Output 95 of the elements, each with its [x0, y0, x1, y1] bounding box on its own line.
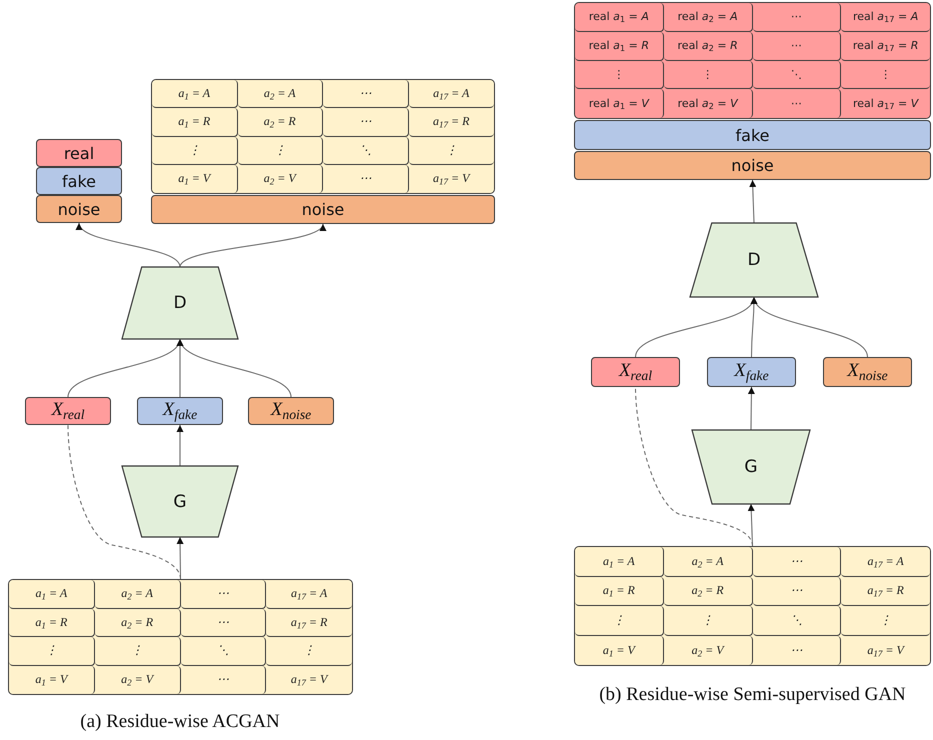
table-cell: ⋯ — [180, 580, 266, 608]
table-grid — [8, 579, 353, 695]
arrow — [176, 536, 184, 580]
table-cell: ⋯ — [180, 608, 266, 637]
figure-caption: (a) Residue-wise ACGAN — [79, 711, 281, 733]
dashed-connector — [635, 386, 753, 546]
table-cell: ⋱ — [752, 60, 842, 90]
table-grid — [574, 2, 931, 119]
table-cell: ⋮ — [152, 136, 238, 165]
table-cell: a$_{1}$ = A — [152, 80, 238, 108]
block-label: G — [173, 492, 187, 512]
input-label-box: X$_{noise}$ — [823, 357, 912, 387]
table-cell: ⋮ — [575, 606, 664, 636]
class-box: noise — [36, 195, 122, 223]
table-cell: ⋯ — [752, 89, 842, 118]
figure-caption: (b) Residue-wise Semi-supervised GAN — [598, 684, 907, 706]
network-block — [122, 466, 238, 537]
network-block — [692, 430, 810, 504]
arrow — [748, 386, 755, 430]
arrow — [749, 180, 756, 224]
table-cell: a$_{17}$ = R — [408, 108, 494, 136]
table-cell: real a$_{1}$ = R — [575, 32, 664, 60]
class-box: fake — [36, 167, 122, 195]
network-block — [122, 267, 238, 339]
table-cell: ⋮ — [841, 60, 930, 90]
arrow — [748, 504, 755, 546]
table-cell: a$_{17}$ = V — [841, 636, 930, 665]
block-label: D — [747, 250, 761, 270]
table-cell: a$_{17}$ = A — [266, 580, 352, 608]
table-cell: real a$_{1}$ = V — [575, 89, 664, 118]
table-cell: ⋯ — [323, 80, 408, 108]
class-box: fake — [574, 120, 931, 150]
table-cell: a$_{2}$ = A — [238, 80, 323, 108]
table-cell: a$_{2}$ = A — [94, 580, 180, 608]
input-label-box: X$_{real}$ — [25, 397, 111, 425]
table-cell: a$_{2}$ = V — [94, 666, 180, 694]
table-cell: ⋱ — [180, 637, 266, 666]
arrow — [78, 222, 180, 268]
table-cell: ⋮ — [664, 60, 752, 90]
table-cell: ⋯ — [752, 547, 842, 576]
table-cell: a$_{1}$ = V — [575, 636, 664, 665]
table-cell: a$_{2}$ = R — [238, 108, 323, 136]
table-cell: a$_{17}$ = A — [841, 547, 930, 576]
table-cell: a$_{2}$ = A — [664, 547, 752, 576]
table-cell: real a$_{2}$ = R — [664, 32, 752, 60]
table-cell: ⋮ — [664, 606, 752, 636]
dashed-connector — [68, 424, 181, 580]
arrow — [178, 338, 292, 398]
table-cell: a$_{17}$ = V — [408, 164, 494, 193]
table-cell: ⋮ — [408, 136, 494, 165]
arrow — [176, 424, 184, 466]
network-block — [690, 223, 818, 297]
table-cell: ⋯ — [752, 32, 842, 60]
input-label-box: X$_{real}$ — [591, 357, 680, 387]
table-cell: ⋮ — [9, 637, 95, 666]
table-cell: a$_{17}$ = R — [841, 576, 930, 606]
table-cell: a$_{1}$ = V — [9, 666, 95, 694]
table-cell: ⋮ — [238, 136, 323, 165]
table-cell: ⋮ — [94, 637, 180, 666]
table-cell: ⋯ — [752, 576, 842, 606]
table-cell: real a$_{1}$ = A — [575, 3, 664, 32]
table-cell: a$_{17}$ = V — [266, 666, 352, 694]
table-cell: ⋮ — [575, 60, 664, 90]
table-cell: a$_{1}$ = A — [575, 547, 664, 576]
table-cell: ⋯ — [752, 3, 842, 32]
arrow — [180, 224, 324, 268]
table-cell: ⋯ — [752, 636, 842, 665]
table-cell: real a$_{17}$ = A — [841, 3, 930, 32]
table-cell: ⋯ — [323, 108, 408, 136]
table-cell: a$_{2}$ = R — [94, 608, 180, 637]
table-cell: a$_{1}$ = R — [152, 108, 238, 136]
block-label: D — [173, 293, 187, 313]
table-cell: a$_{17}$ = A — [408, 80, 494, 108]
table-cell: a$_{2}$ = V — [238, 164, 323, 193]
table-cell: ⋱ — [323, 136, 408, 165]
table-cell: a$_{1}$ = R — [9, 608, 95, 637]
table-cell: ⋱ — [752, 606, 842, 636]
table-cell: ⋯ — [180, 666, 266, 694]
input-label-box: X$_{fake}$ — [137, 397, 223, 425]
class-box: real — [36, 139, 122, 167]
table-cell: real a$_{2}$ = A — [664, 3, 752, 32]
class-box: noise — [574, 151, 931, 180]
arrow — [752, 296, 868, 358]
block-label: G — [744, 457, 758, 477]
table-cell: a$_{2}$ = V — [664, 636, 752, 665]
table-grid — [151, 79, 495, 194]
table-cell: a$_{1}$ = A — [9, 580, 95, 608]
table-cell: a$_{2}$ = R — [664, 576, 752, 606]
input-label-box: X$_{noise}$ — [248, 397, 334, 425]
table-cell: a$_{1}$ = R — [575, 576, 664, 606]
table-grid — [574, 546, 931, 666]
input-label-box: X$_{fake}$ — [707, 357, 796, 387]
table-cell: a$_{1}$ = V — [152, 164, 238, 193]
table-cell: a$_{17}$ = R — [266, 608, 352, 637]
class-box: noise — [151, 195, 495, 224]
